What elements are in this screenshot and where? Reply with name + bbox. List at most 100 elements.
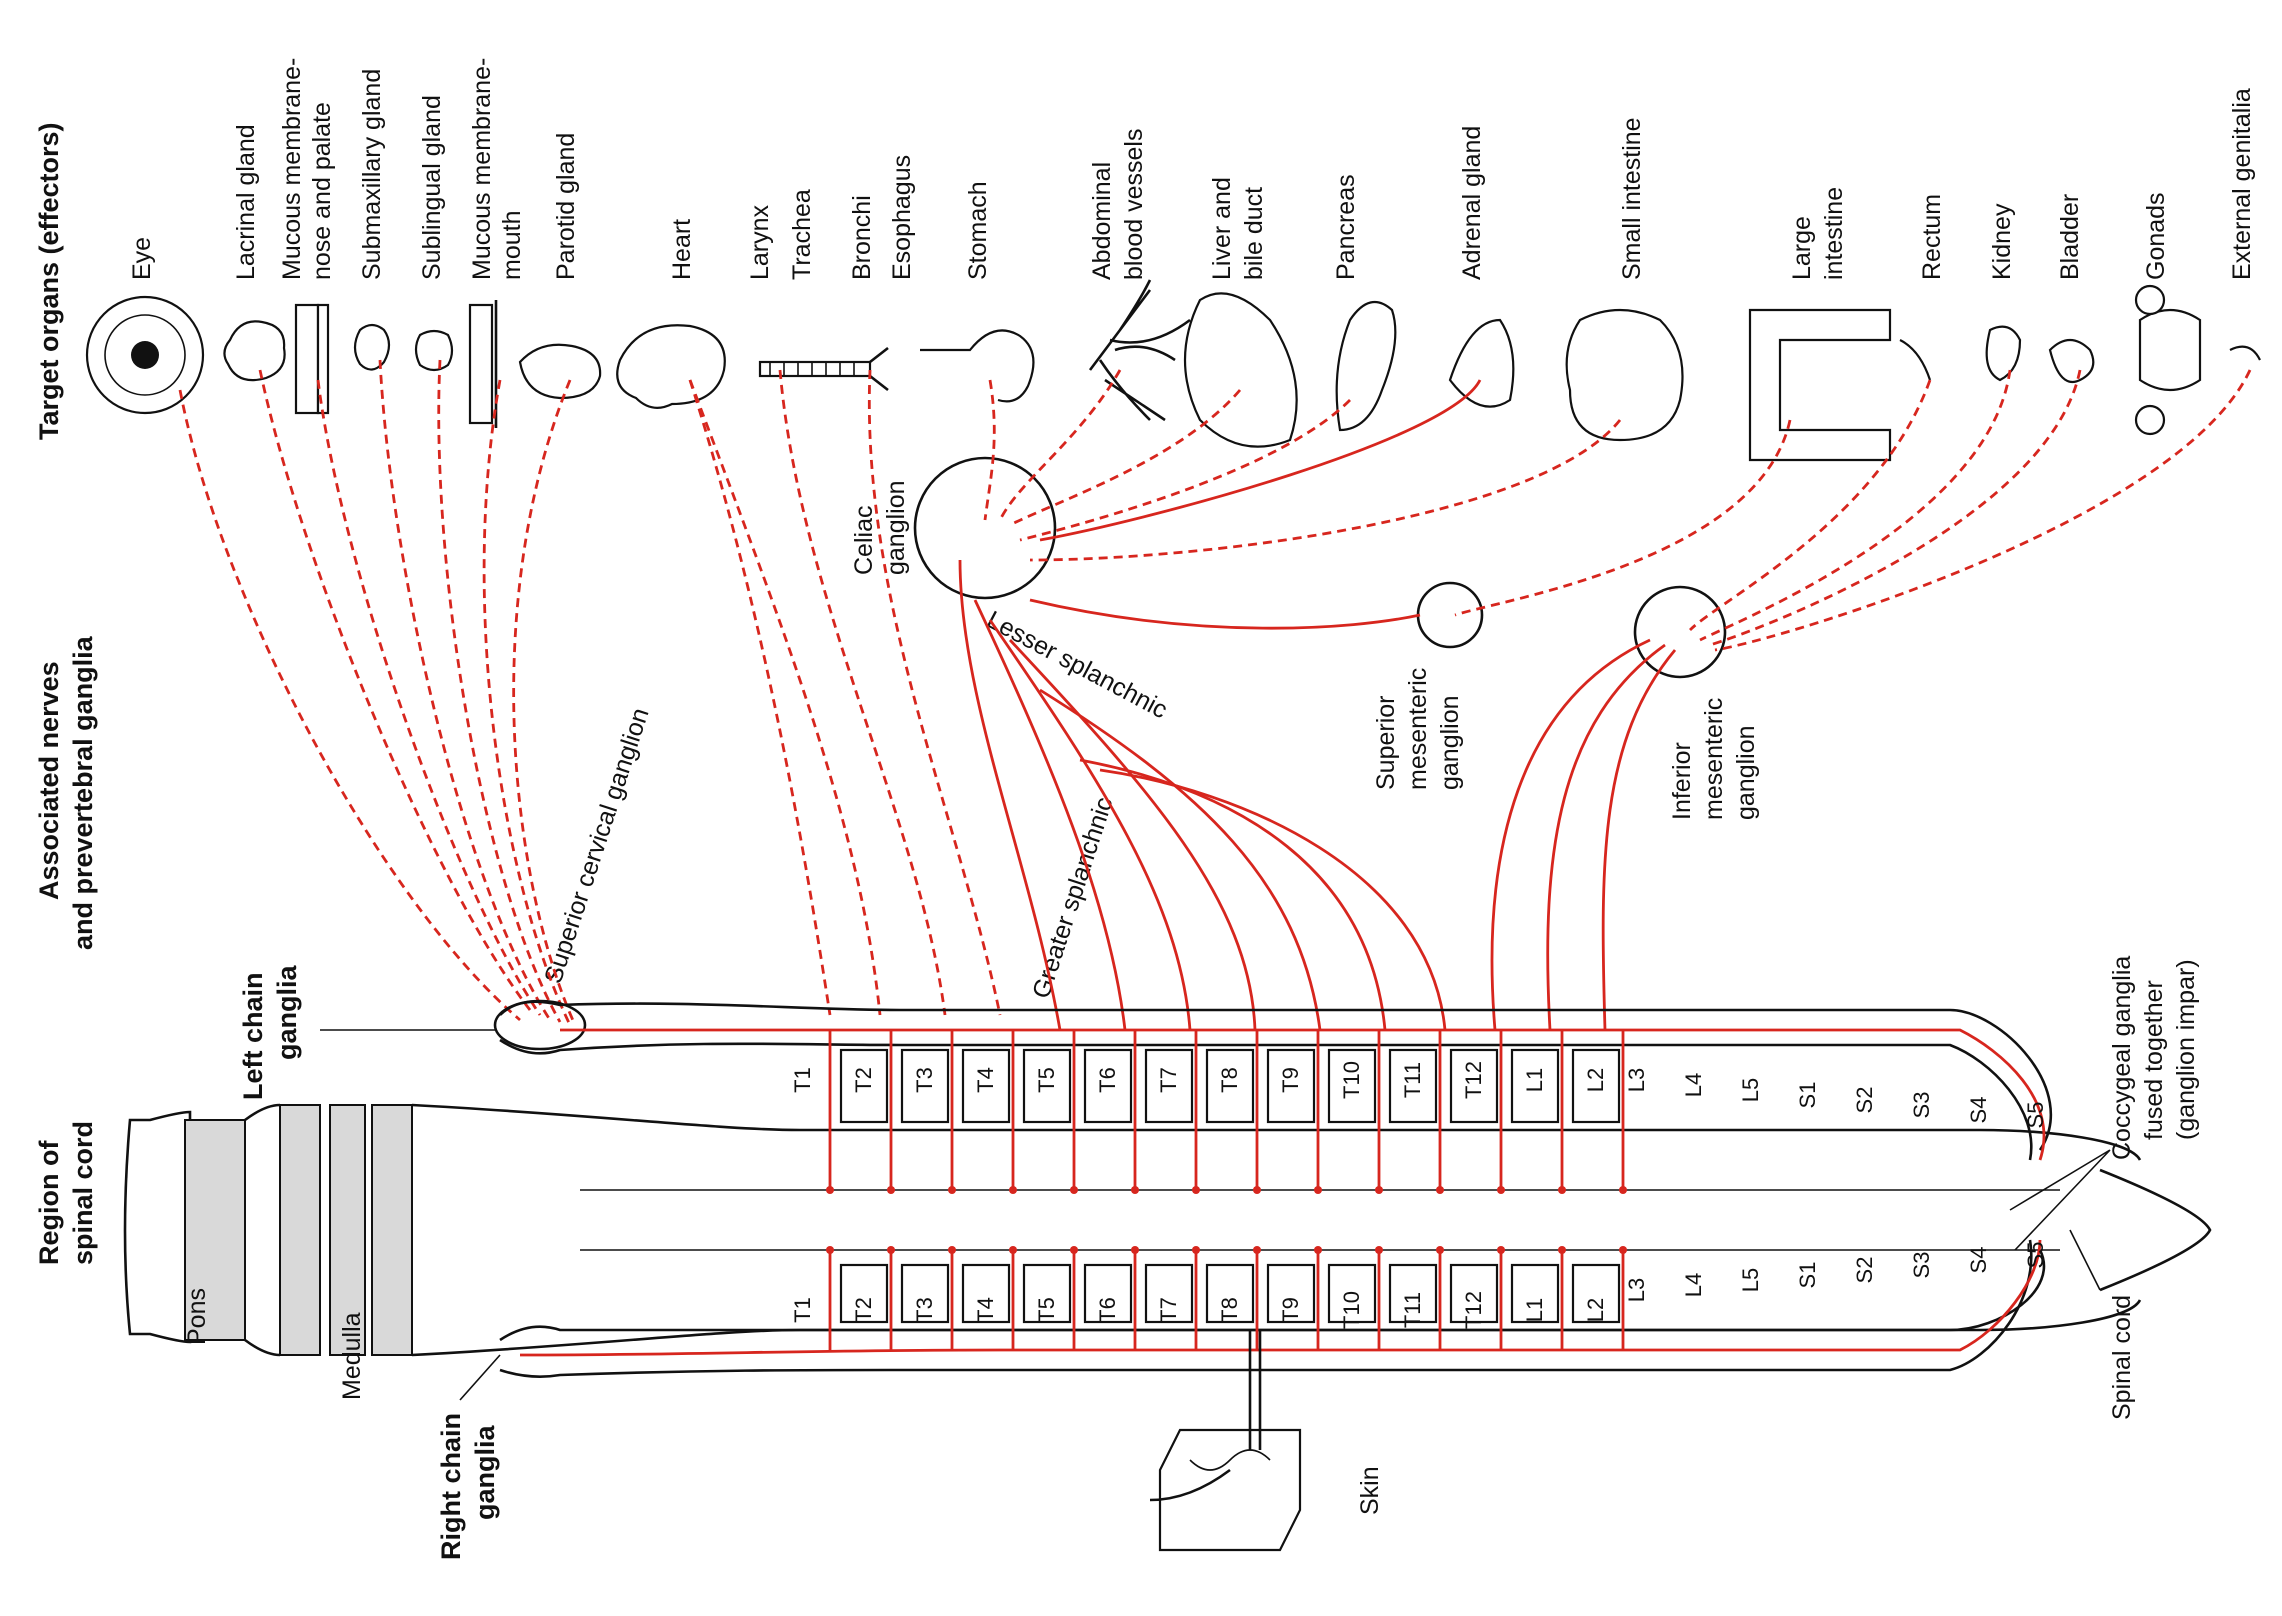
segment-label: S5 xyxy=(2023,1242,2048,1269)
label-gonads: Gonads xyxy=(2142,192,2170,280)
segment-label: S4 xyxy=(1966,1097,1991,1124)
svg-text:spinal cord: spinal cord xyxy=(68,1121,98,1265)
segment-label: T9 xyxy=(1278,1067,1303,1093)
segment-label: T12 xyxy=(1461,1291,1486,1329)
label-liver-1: Liver and xyxy=(1208,177,1236,280)
segment-label: T7 xyxy=(1156,1297,1181,1323)
small-intestine-drawing xyxy=(1565,308,1684,442)
svg-text:Coccygeal ganglia: Coccygeal ganglia xyxy=(2108,956,2136,1160)
rectum-drawing xyxy=(1899,339,1932,381)
submaxillary-gland-drawing xyxy=(353,323,391,371)
label-eye: Eye xyxy=(128,237,156,280)
segment-T6-right: T6 xyxy=(1083,1246,1139,1350)
segment-label: L5 xyxy=(1738,1268,1763,1292)
pancreas-drawing xyxy=(1335,300,1397,432)
segment-label: T10 xyxy=(1339,1291,1364,1329)
svg-text:mesenteric: mesenteric xyxy=(1700,698,1728,820)
svg-text:Associated nerves: Associated nerves xyxy=(34,661,64,900)
svg-text:ganglia: ganglia xyxy=(272,965,302,1060)
segment-label: T3 xyxy=(912,1297,937,1323)
segment-S3-right: S3 xyxy=(1909,1252,1934,1279)
heading-left-chain-ganglia: Left chain ganglia xyxy=(238,965,302,1100)
external-genitalia-drawing xyxy=(2229,345,2261,361)
segment-T4-right: T4 xyxy=(961,1246,1017,1350)
label-kidney: Kidney xyxy=(1988,203,2016,280)
coccygeal-ganglia-label: Coccygeal ganglia fused together (gangli… xyxy=(2009,956,2200,1251)
segment-T12-right: T12 xyxy=(1449,1246,1505,1350)
segment-T11-left: T11 xyxy=(1388,1030,1444,1194)
label-medulla: Medulla xyxy=(338,1312,366,1400)
parotid-gland-drawing xyxy=(518,343,602,400)
label-mucous-mouth-1: Mucous membrane- xyxy=(468,58,496,280)
segment-label: T2 xyxy=(851,1067,876,1093)
adrenal-drawing xyxy=(1448,318,1515,408)
segment-T6-left: T6 xyxy=(1083,1030,1139,1194)
svg-text:fused together: fused together xyxy=(2140,980,2168,1140)
segment-label: L2 xyxy=(1583,1068,1608,1092)
svg-text:Left chain: Left chain xyxy=(238,972,268,1100)
segment-T2-left: T2 xyxy=(839,1030,895,1194)
svg-text:Superior: Superior xyxy=(1372,696,1400,791)
kidney-drawing xyxy=(1985,325,2022,382)
left-sympathetic-chain xyxy=(320,999,2053,1161)
segment-label: L3 xyxy=(1624,1068,1649,1092)
celiac-ganglion: Celiac ganglion xyxy=(850,456,1057,600)
segment-L1-right: L1 xyxy=(1510,1246,1566,1350)
preganglionic-fibers xyxy=(958,379,1677,1031)
segment-label: L2 xyxy=(1583,1298,1608,1322)
label-adrenal: Adrenal gland xyxy=(1458,126,1486,280)
segment-T10-left: T10 xyxy=(1327,1030,1383,1194)
segment-T4-left: T4 xyxy=(961,1030,1017,1194)
segment-label: T5 xyxy=(1034,1297,1059,1323)
segment-label: T4 xyxy=(973,1067,998,1093)
label-external-genitalia: External genitalia xyxy=(2228,88,2256,280)
label-large-intestine-2: intestine xyxy=(1820,187,1848,280)
heart-drawing xyxy=(616,324,726,409)
segment-S5-right: S5 xyxy=(2023,1242,2048,1269)
svg-text:Region of: Region of xyxy=(34,1140,64,1265)
label-mucous-nose-1: Mucous membrane- xyxy=(278,58,306,280)
segment-L2-right: L2 xyxy=(1571,1246,1627,1350)
segment-label: L3 xyxy=(1624,1278,1649,1302)
segment-T8-left: T8 xyxy=(1205,1030,1261,1194)
segment-label: T1 xyxy=(790,1067,815,1093)
label-abdominal-1: Abdominal xyxy=(1088,162,1116,280)
segment-T7-right: T7 xyxy=(1144,1246,1200,1350)
segment-label: S2 xyxy=(1852,1087,1877,1114)
label-heart: Heart xyxy=(668,219,696,280)
segment-label: T11 xyxy=(1400,1292,1425,1328)
segment-L4-right: L4 xyxy=(1681,1273,1706,1297)
svg-text:ganglion: ganglion xyxy=(1436,695,1464,790)
segment-label: T2 xyxy=(851,1297,876,1323)
svg-text:ganglion: ganglion xyxy=(882,480,910,575)
label-small-intestine: Small intestine xyxy=(1618,117,1646,280)
postganglionic-fibers xyxy=(178,359,2252,1026)
label-larynx: Larynx xyxy=(746,204,774,280)
segment-T2-right: T2 xyxy=(839,1246,895,1350)
inferior-mesenteric-ganglion: Inferior mesenteric ganglion xyxy=(1633,585,1760,820)
segment-L3-left: L3 xyxy=(1624,1068,1649,1092)
label-bronchi: Bronchi xyxy=(848,195,876,280)
liver-drawing xyxy=(1183,292,1298,448)
label-lesser-splanchnic: Lesser splanchnic xyxy=(982,606,1172,725)
svg-text:Right chain: Right chain xyxy=(436,1413,466,1560)
mucous-mouth-drawing xyxy=(468,300,498,428)
label-superior-cervical-ganglion: Superior cervical ganglion xyxy=(539,705,655,987)
segment-label: S3 xyxy=(1909,1252,1934,1279)
heading-right-chain-ganglia: Right chain ganglia xyxy=(436,1413,500,1560)
segment-label: S4 xyxy=(1966,1247,1991,1274)
segment-label: T4 xyxy=(973,1297,998,1323)
lacrinal-gland-drawing xyxy=(223,320,286,382)
segment-T1-left: T1 xyxy=(790,1030,834,1194)
label-esophagus: Esophagus xyxy=(888,155,916,280)
segment-L2-left: L2 xyxy=(1571,1030,1627,1194)
segment-label: L5 xyxy=(1738,1078,1763,1102)
svg-text:ganglia: ganglia xyxy=(470,1425,500,1520)
segment-L5-left: L5 xyxy=(1738,1078,1763,1102)
segment-label: T12 xyxy=(1461,1061,1486,1099)
segment-T11-right: T11 xyxy=(1388,1246,1444,1350)
label-mucous-nose-2: nose and palate xyxy=(308,102,336,280)
segment-label: T7 xyxy=(1156,1067,1181,1093)
segment-T5-right: T5 xyxy=(1022,1246,1078,1350)
abdominal-vessels-drawing xyxy=(1088,279,1191,422)
